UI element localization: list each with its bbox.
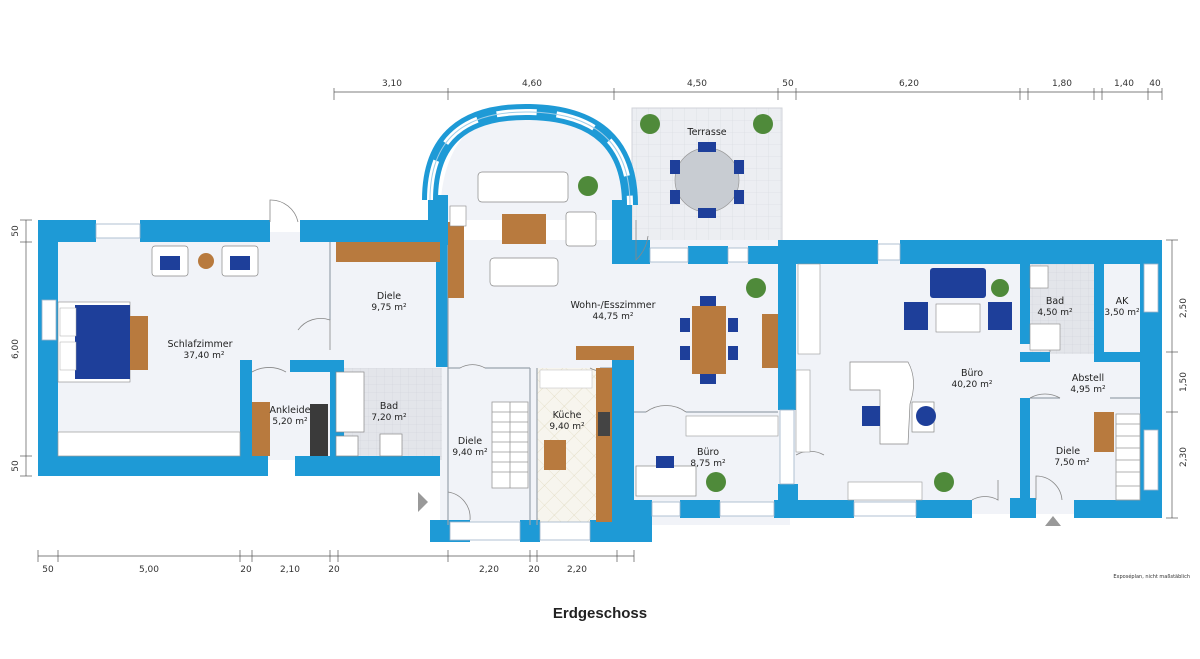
dims-top: 3,10 4,60 4,50 50 6,20 1,80 1,40 40 [382,79,1161,89]
room-area-kueche: 9,40 m² [549,422,585,432]
dining-table [680,296,738,384]
office-small-desk [635,456,697,497]
room-area-ankleide: 5,20 m² [272,417,308,427]
diele-right-bench [1094,412,1114,452]
staircase-right [1115,413,1141,501]
room-name-diele-3: Diele [1056,446,1080,457]
office-desk-large [849,361,936,445]
kitchen-island [576,346,634,360]
dim-bottom-4: 2,10 [280,565,300,575]
dim-top-4: 50 [782,79,794,89]
room-name-bad-1: Bad [380,401,398,412]
entry-arrow-right [1045,516,1061,526]
dim-left-2: 6,00 [11,339,21,359]
living-sideboard [762,314,778,368]
dim-top-2: 4,60 [522,79,542,89]
dim-top-1: 3,10 [382,79,402,89]
dim-bottom-1: 50 [42,565,54,575]
doors [251,199,1063,521]
room-name-schlafzimmer: Schlafzimmer [168,339,233,350]
dims-bottom: 50 5,00 20 2,10 20 2,20 20 2,20 [42,565,587,575]
staircase-left [491,401,529,489]
dim-bottom-6: 2,20 [479,565,499,575]
room-area-diele-1: 9,75 m² [371,303,407,313]
dim-right-1: 2,50 [1179,298,1189,318]
dim-top-7: 1,40 [1114,79,1134,89]
room-area-schlafzimmer: 37,40 m² [183,351,224,361]
bathroom-left-fixtures [335,371,403,457]
dim-left-3: 50 [11,460,21,472]
office-shelves [795,263,923,501]
room-labels: Terrasse Schlafzimmer 37,40 m² Diele 9,7… [168,127,1141,469]
room-name-wohn-esszimmer: Wohn-/Esszimmer [570,300,655,311]
dim-top-8: 40 [1149,79,1161,89]
dim-bottom-7: 20 [528,565,540,575]
bathroom-right-fixtures [1029,265,1061,351]
room-name-kueche: Küche [553,410,582,421]
tv-unit [448,205,467,298]
room-area-buero-large: 40,20 m² [951,380,992,390]
room-name-buero-small: Büro [697,447,719,458]
dim-bottom-3: 20 [240,565,252,575]
room-area-bad-1: 7,20 m² [371,413,407,423]
plan-title: Erdgeschoss [553,605,647,622]
room-name-abstell: Abstell [1072,373,1104,384]
room-area-buero-small: 8,75 m² [690,459,726,469]
room-name-bad-2: Bad [1046,296,1064,307]
room-name-diele-1: Diele [377,291,401,302]
armchairs-bedroom [151,245,259,277]
lounge-office [904,268,1012,333]
wardrobe-bedroom [57,431,241,457]
room-name-terrasse: Terrasse [686,127,726,138]
dim-bottom-5: 20 [328,565,340,575]
room-area-diele-3: 7,50 m² [1054,458,1090,468]
kitchen-counter-top [539,369,593,389]
windows [41,223,1159,541]
room-area-bad-2: 4,50 m² [1037,308,1073,318]
entry-arrow-left [418,492,428,512]
dim-bottom-8: 2,20 [567,565,587,575]
dims-left: 50 6,00 50 [11,225,21,472]
room-area-diele-2: 9,40 m² [452,448,488,458]
dim-right-2: 1,50 [1179,372,1189,392]
dim-top-6: 1,80 [1052,79,1072,89]
dim-top-5: 6,20 [899,79,919,89]
kitchen-units [544,368,612,522]
room-area-abstell: 4,95 m² [1070,385,1106,395]
plants [578,114,1009,492]
room-area-ak: 3,50 m² [1104,308,1140,318]
diele-sideboard [336,242,440,262]
bay-window [422,103,638,206]
room-area-wohn-esszimmer: 44,75 m² [592,312,633,322]
dim-top-3: 4,50 [687,79,707,89]
ankleide-shelves [252,402,328,456]
dimension-lines [20,88,1178,562]
dim-left-1: 50 [11,225,21,237]
dim-bottom-2: 5,00 [139,565,159,575]
walls [38,195,1162,542]
terrace-table [670,142,744,218]
dims-right: 2,50 1,50 2,30 [1179,298,1189,467]
office-cabinets [685,415,779,437]
sofa-living [477,171,597,287]
room-name-diele-2: Diele [458,436,482,447]
dim-right-3: 2,30 [1179,447,1189,467]
plan-note: Exposéplan, nicht maßstäblich [1113,573,1190,580]
room-name-ankleide: Ankleide [269,405,310,416]
room-name-ak: AK [1116,296,1129,307]
room-name-buero-large: Büro [961,368,983,379]
bed [57,301,148,383]
